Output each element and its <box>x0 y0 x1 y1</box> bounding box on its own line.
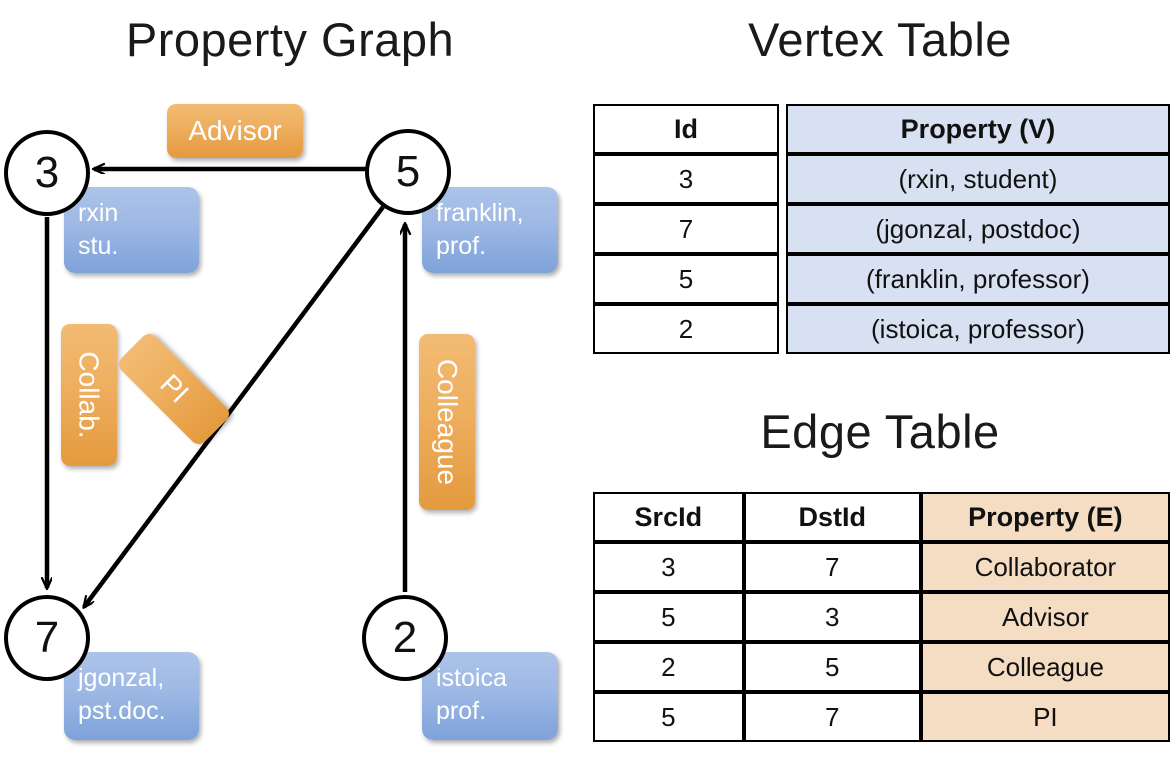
node-property-role-2: prof. <box>436 697 487 725</box>
vertex-header-property: Property (V) <box>785 104 1170 154</box>
vertex-cell-property: (rxin, student) <box>785 154 1170 204</box>
vertex-table: Id Property (V) 3 (rxin, student) 7 (jgo… <box>593 104 1170 354</box>
edge-table: SrcId DstId Property (E) 3 7 Collaborato… <box>593 492 1170 742</box>
node-property-name-2: istoica <box>436 664 507 692</box>
edge-label-collab[interactable]: Collab. <box>61 324 117 466</box>
edge-label-advisor-text: Advisor <box>188 115 282 146</box>
edge-cell-srcid: 5 <box>593 592 744 642</box>
vertex-cell-property: (istoica, professor) <box>785 304 1170 354</box>
edge-cell-srcid: 2 <box>593 642 744 692</box>
table-row: 7 (jgonzal, postdoc) <box>593 204 1170 254</box>
table-row: 2 5 Colleague <box>593 642 1170 692</box>
edge-cell-property: Colleague <box>920 642 1170 692</box>
edge-label-colleague[interactable]: Colleague <box>419 334 475 510</box>
edge-cell-dstid: 7 <box>743 692 921 742</box>
node-property-box-3[interactable]: rxin stu. <box>64 187 199 273</box>
node-property-box-2[interactable]: istoica prof. <box>422 652 558 740</box>
node-property-name-7: jgonzal, <box>78 664 165 692</box>
table-row: 5 7 PI <box>593 692 1170 742</box>
page-title-vertex-table: Vertex Table <box>748 13 1012 66</box>
graph-node-7[interactable]: 7 <box>4 595 90 681</box>
node-property-name-3: rxin <box>78 199 119 227</box>
edge-label-advisor[interactable]: Advisor <box>167 104 303 158</box>
vertex-cell-property: (jgonzal, postdoc) <box>785 204 1170 254</box>
page-title-property-graph: Property Graph <box>125 13 455 66</box>
vertex-header-id: Id <box>593 104 780 154</box>
node-property-name-5: franklin, <box>436 199 524 227</box>
edge-label-colleague-text: Colleague <box>432 358 464 486</box>
table-row: 2 (istoica, professor) <box>593 304 1170 354</box>
column-gap <box>779 104 786 154</box>
vertex-cell-id: 2 <box>593 304 780 354</box>
property-graph-diagram: Advisor Collab. PI Colleague rxin stu. f… <box>0 0 585 760</box>
table-row: 3 7 Collaborator <box>593 542 1170 592</box>
edge-cell-srcid: 3 <box>593 542 744 592</box>
graph-edge-lines <box>0 0 585 760</box>
edge-header-dstid: DstId <box>743 492 921 542</box>
edge-header-srcid: SrcId <box>593 492 744 542</box>
edge-cell-dstid: 5 <box>743 642 921 692</box>
column-gap <box>779 204 786 254</box>
edge-label-collab-text: Collab. <box>74 351 106 439</box>
column-gap <box>779 304 786 354</box>
table-header-row: SrcId DstId Property (E) <box>593 492 1170 542</box>
graph-node-5[interactable]: 5 <box>365 129 451 215</box>
node-property-box-5[interactable]: franklin, prof. <box>422 187 558 273</box>
edge-line-pi <box>82 205 385 607</box>
graph-node-2[interactable]: 2 <box>362 595 448 681</box>
edge-cell-property: Collaborator <box>920 542 1170 592</box>
node-property-box-7[interactable]: jgonzal, pst.doc. <box>64 652 199 740</box>
node-property-role-3: stu. <box>78 232 119 260</box>
node-property-role-5: prof. <box>436 232 487 260</box>
edge-header-property: Property (E) <box>920 492 1170 542</box>
edge-label-pi-text: PI <box>154 368 195 409</box>
edge-cell-property: Advisor <box>920 592 1170 642</box>
table-row: 5 (franklin, professor) <box>593 254 1170 304</box>
edge-cell-dstid: 7 <box>743 542 921 592</box>
vertex-cell-id: 5 <box>593 254 780 304</box>
edge-cell-property: PI <box>920 692 1170 742</box>
graph-node-3[interactable]: 3 <box>4 130 90 216</box>
vertex-cell-property: (franklin, professor) <box>785 254 1170 304</box>
column-gap <box>779 254 786 304</box>
vertex-cell-id: 7 <box>593 204 780 254</box>
vertex-cell-id: 3 <box>593 154 780 204</box>
page-title-edge-table: Edge Table <box>760 405 1000 458</box>
table-row: 3 (rxin, student) <box>593 154 1170 204</box>
table-row: 5 3 Advisor <box>593 592 1170 642</box>
column-gap <box>779 154 786 204</box>
edge-cell-dstid: 3 <box>743 592 921 642</box>
edge-cell-srcid: 5 <box>593 692 744 742</box>
node-property-role-7: pst.doc. <box>78 697 166 725</box>
table-header-row: Id Property (V) <box>593 104 1170 154</box>
